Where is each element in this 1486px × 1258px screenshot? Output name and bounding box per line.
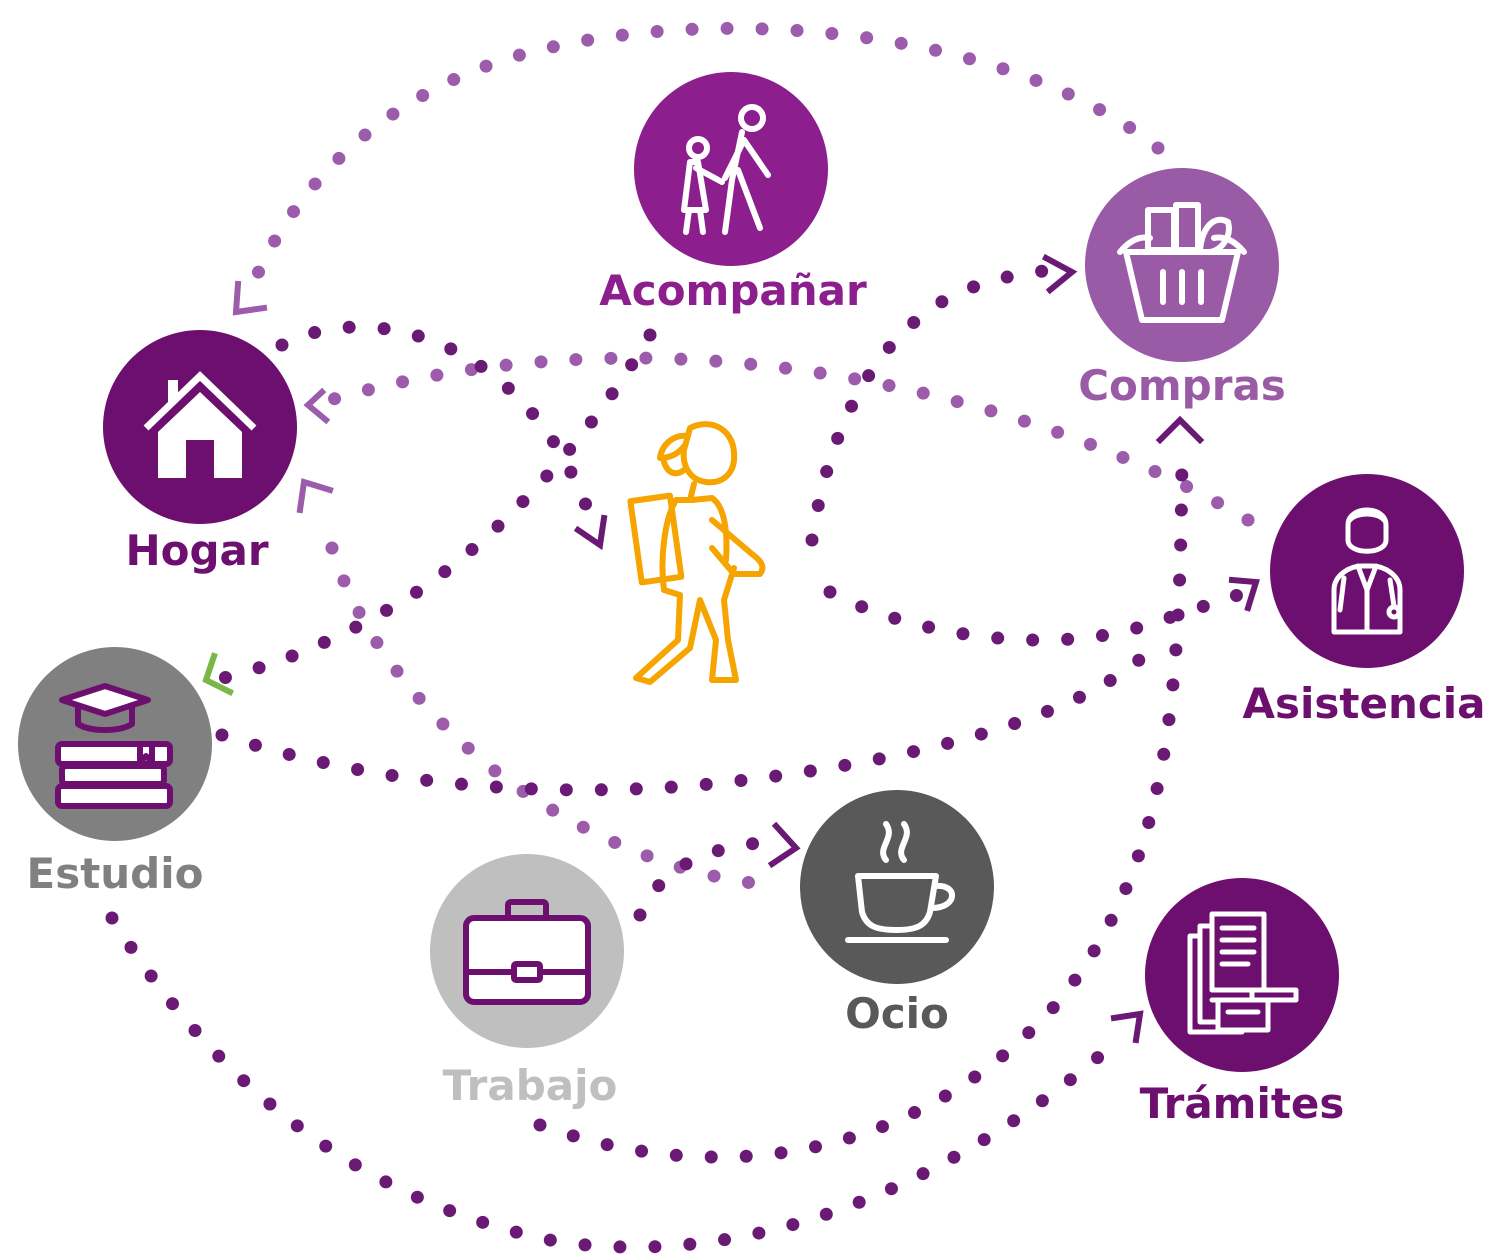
tramites-label: Trámites [1140, 1079, 1345, 1128]
briefcase-icon [463, 899, 591, 1005]
house-icon [143, 371, 257, 478]
node-trabajo: Trabajo [430, 854, 624, 1110]
shopping-basket-icon [1117, 202, 1247, 323]
asistencia-circle [1270, 474, 1464, 668]
estudio-label: Estudio [27, 849, 204, 898]
route-trabajo-ocio [633, 835, 775, 922]
route-compras-hogar [243, 21, 1165, 299]
route-centro-asistencia [823, 585, 1255, 647]
arrowhead-hogar-mid [303, 387, 331, 425]
route-estudio-asistencia [215, 643, 1157, 797]
node-asistencia: Asistencia [1243, 474, 1486, 728]
arrowhead-compras-bottom [1155, 415, 1205, 445]
route-hogar-ocio [325, 541, 777, 892]
node-acompanar: Acompañar [599, 72, 867, 315]
hogar-label: Hogar [125, 526, 268, 575]
route-paths [105, 21, 1255, 1254]
coffee-cup-icon [845, 821, 955, 943]
walking-woman-icon [627, 421, 766, 685]
route-estudio-tramites [105, 911, 1125, 1254]
node-estudio: Estudio [18, 647, 212, 898]
arrowhead-compras-left [1041, 253, 1078, 295]
asistencia-label: Asistencia [1243, 679, 1486, 728]
node-compras: Compras [1078, 168, 1286, 410]
arrowhead-centro [573, 514, 608, 551]
route-trabajo-compras [533, 448, 1189, 1164]
doctor-icon [1331, 507, 1403, 635]
ocio-label: Ocio [845, 989, 949, 1038]
trabajo-label: Trabajo [443, 1061, 618, 1110]
arrowhead-hogar-low [296, 478, 334, 514]
arrowhead-hogar-top [232, 280, 268, 316]
ocio-circle [800, 790, 994, 984]
walking-parent-child-icon [681, 104, 771, 235]
documents-icon [1187, 911, 1299, 1035]
node-hogar: Hogar [103, 330, 297, 575]
route-asistencia-hogar [323, 351, 1255, 527]
acompanar-label: Acompañar [599, 266, 867, 315]
compras-label: Compras [1078, 361, 1286, 410]
arrowhead-asistencia [1228, 576, 1260, 612]
node-ocio: Ocio [800, 790, 994, 1038]
arrowhead-ocio [767, 821, 801, 869]
arrowhead-estudio [202, 652, 235, 697]
route-arrowheads [202, 253, 1260, 1044]
graduation-books-icon [55, 683, 173, 809]
node-tramites: Trámites [1140, 878, 1345, 1128]
route-hogar-centro [275, 320, 599, 527]
compras-circle [1085, 168, 1279, 362]
arrowhead-tramites [1110, 1010, 1144, 1044]
